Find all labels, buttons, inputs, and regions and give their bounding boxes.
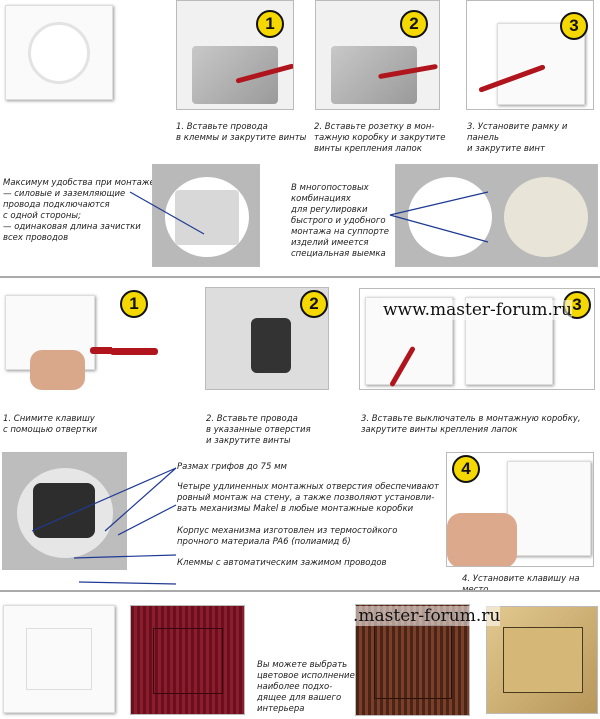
colors-note: Вы можете выбрать цветовое исполнение, н… xyxy=(257,660,358,714)
switch-mechanism-photo xyxy=(2,452,127,570)
step-badge: 1 xyxy=(256,10,284,38)
double-mechanism-photo xyxy=(395,164,598,267)
step-badge: 3 xyxy=(560,12,588,40)
socket-step3-photo xyxy=(466,0,594,110)
color-mahogany-photo xyxy=(130,605,245,715)
socket-product-photo xyxy=(5,5,113,100)
divider xyxy=(0,276,600,278)
color-gold-photo xyxy=(486,606,598,714)
switch-note: Клеммы с автоматическим зажимом проводов xyxy=(177,558,387,568)
switch-step3-photo xyxy=(359,288,595,390)
watermark: .master-forum.ru xyxy=(353,606,501,626)
socket-step2-photo xyxy=(315,0,440,110)
divider xyxy=(0,590,600,592)
step-badge: 4 xyxy=(452,455,480,483)
step-badge: 2 xyxy=(300,290,328,318)
step-badge: 2 xyxy=(400,10,428,38)
screwdriver xyxy=(110,348,158,355)
step-caption: 2. Вставьте розетку в мон- тажную коробк… xyxy=(314,122,446,154)
switch-note: Размах грифов до 75 мм xyxy=(177,462,287,472)
step-caption: 1. Вставьте провода в клеммы и закрутите… xyxy=(176,122,307,143)
step-caption: 3. Вставьте выключатель в монтажную коро… xyxy=(361,414,581,435)
color-white-photo xyxy=(3,605,115,713)
step-caption: 2. Вставьте провода в указанные отверсти… xyxy=(206,414,311,446)
socket-note-left: Максимум удобства при монтаже: — силовые… xyxy=(3,178,158,243)
step-caption: 1. Снимите клавишу с помощью отвертки xyxy=(3,414,98,435)
step-caption: 4. Установите клавишу на место xyxy=(462,574,580,595)
socket-note-right: В многопостовых комбинациях для регулиро… xyxy=(291,183,389,259)
switch-note: Четыре удлиненных монтажных отверстия об… xyxy=(177,482,439,514)
watermark: www.master-forum.ru xyxy=(383,300,572,320)
step-badge: 1 xyxy=(120,290,148,318)
socket-mechanism-photo xyxy=(152,164,260,267)
switch-step2-photo xyxy=(205,287,329,390)
switch-note: Корпус механизма изготовлен из термостой… xyxy=(177,526,398,547)
step-caption: 3. Установите рамку и панель и закрутите… xyxy=(467,122,568,154)
switch-step1-photo xyxy=(0,285,112,393)
